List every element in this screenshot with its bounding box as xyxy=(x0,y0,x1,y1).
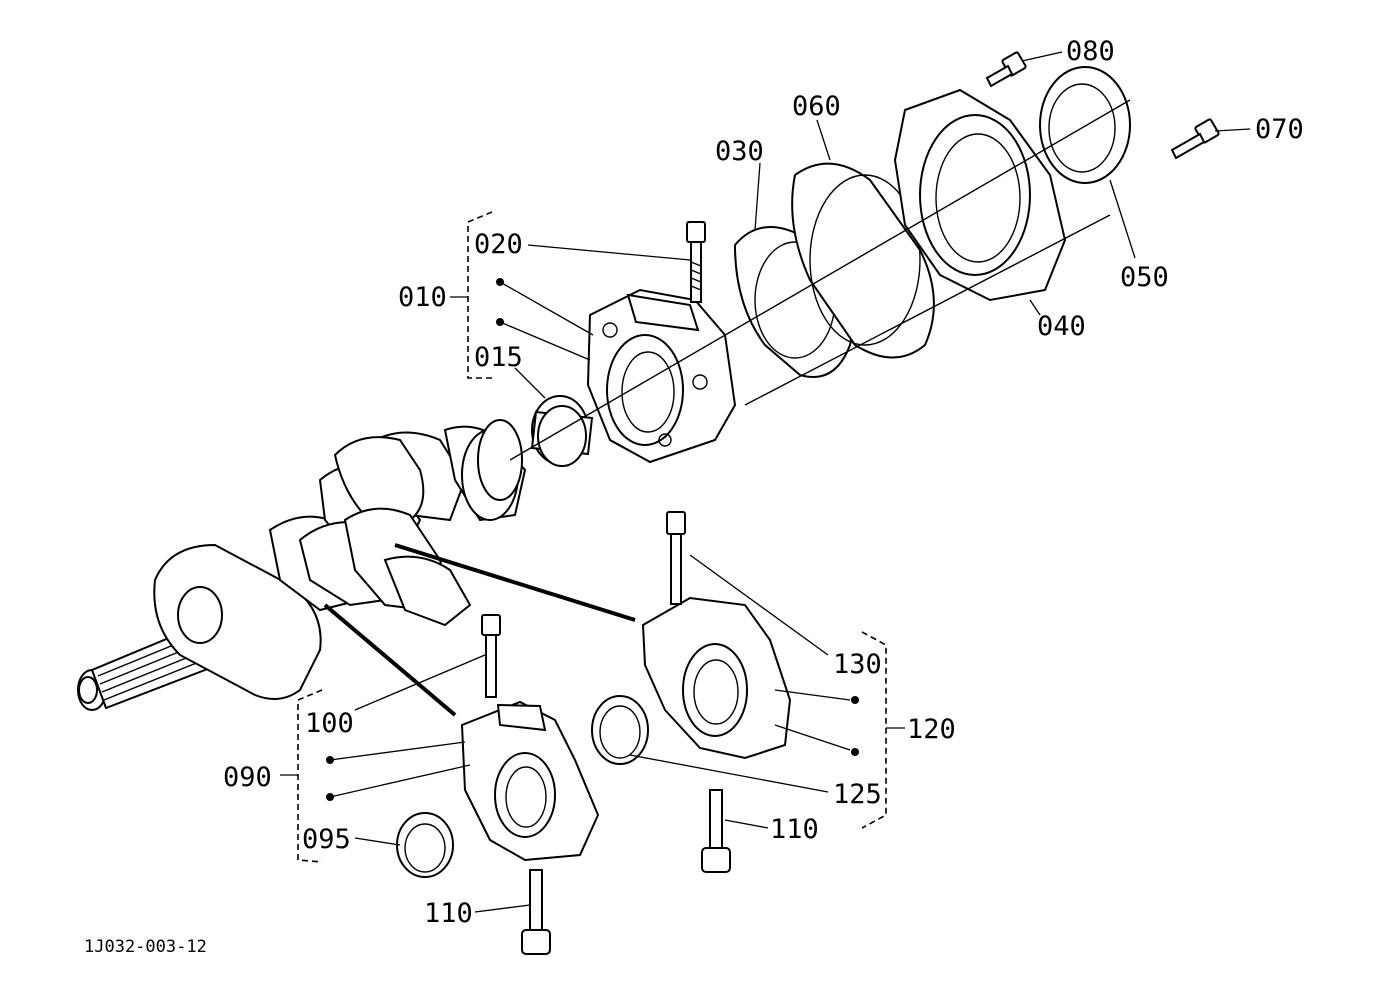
bolt-110-lower-left xyxy=(521,869,551,955)
bolt-070 xyxy=(1170,118,1220,160)
label-125: 125 xyxy=(833,779,882,810)
bushing-015 xyxy=(530,395,594,467)
oil-seal-050 xyxy=(1039,66,1131,184)
label-070: 070 xyxy=(1255,114,1304,145)
drawing-code: 1J032-003-12 xyxy=(84,937,207,957)
label-040: 040 xyxy=(1037,311,1086,342)
label-100: 100 xyxy=(305,708,354,739)
bolt-100 xyxy=(481,614,501,698)
label-080: 080 xyxy=(1066,36,1115,67)
crankshaft xyxy=(77,419,527,711)
label-120: 120 xyxy=(907,714,956,745)
label-110-right: 110 xyxy=(770,814,819,845)
oil-seal-case-040 xyxy=(893,88,1067,302)
label-130: 130 xyxy=(833,649,882,680)
label-015: 015 xyxy=(474,342,523,373)
reference-line-090 xyxy=(323,603,457,717)
bolt-080 xyxy=(985,51,1027,88)
gasket-060 xyxy=(791,162,935,359)
bracket-010 xyxy=(467,211,493,379)
center-line-lower xyxy=(744,214,1111,406)
label-095: 095 xyxy=(302,824,351,855)
bracket-120 xyxy=(861,631,887,829)
bearing-case-010 xyxy=(586,288,737,464)
label-030: 030 xyxy=(715,136,764,167)
label-020: 020 xyxy=(474,229,523,260)
bolt-130 xyxy=(666,511,686,605)
bushing-125 xyxy=(591,695,649,765)
label-110-left: 110 xyxy=(424,898,473,929)
label-060: 060 xyxy=(792,91,841,122)
bolt-110-lower-right xyxy=(701,789,731,873)
bearing-case-090 xyxy=(460,700,600,862)
bolt-020 xyxy=(686,221,706,303)
label-010: 010 xyxy=(398,282,447,313)
leader-dots xyxy=(326,278,859,801)
bearing-case-120 xyxy=(641,596,792,760)
bushing-095 xyxy=(396,812,454,878)
reference-line-120 xyxy=(394,543,636,622)
label-090: 090 xyxy=(223,762,272,793)
leader-lines xyxy=(280,51,1251,913)
bracket-090 xyxy=(297,689,323,863)
label-050: 050 xyxy=(1120,262,1169,293)
center-line-upper xyxy=(509,99,1131,461)
